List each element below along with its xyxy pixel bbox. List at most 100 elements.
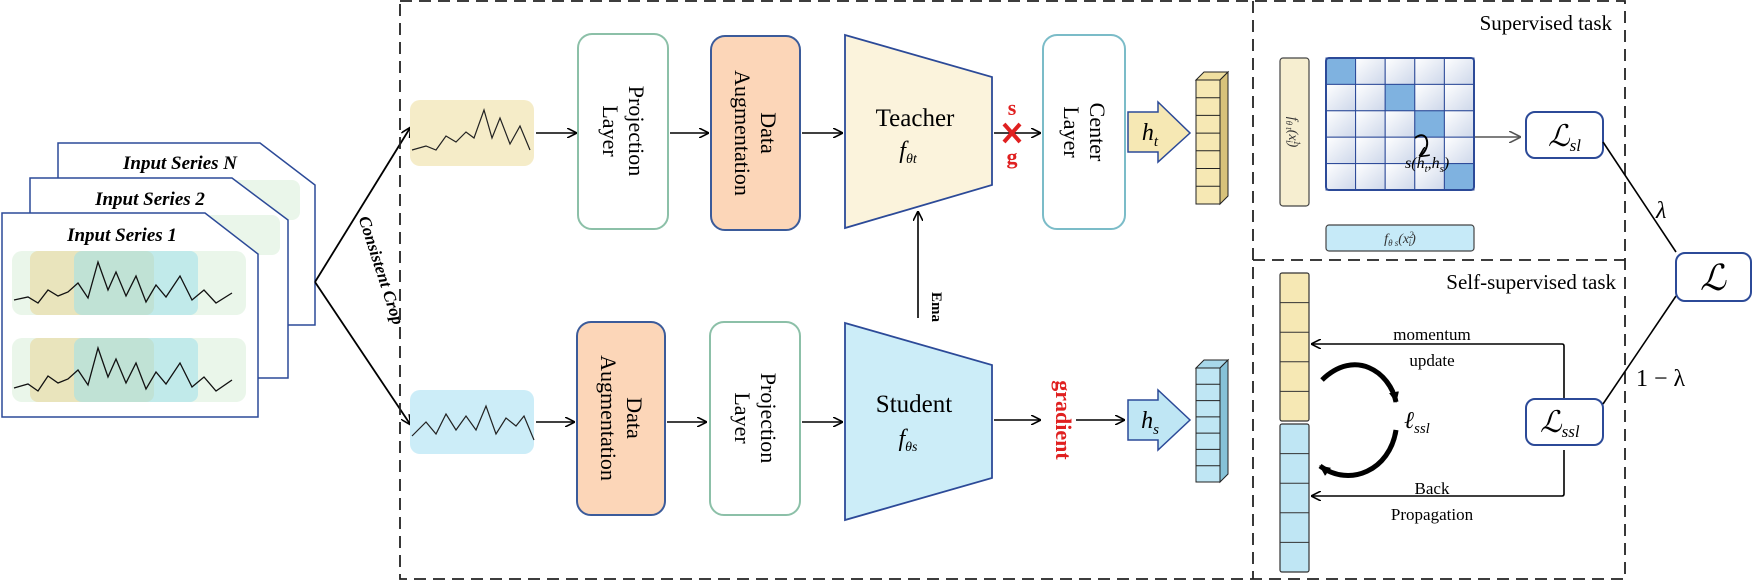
matrix-cell [1325,83,1357,112]
teacher-projection-layer [577,33,669,230]
teacher-embedding-cube [1194,70,1230,206]
svg-text:Data: Data [622,397,647,439]
matrix-cell [1443,110,1475,138]
matrix-cell [1325,163,1357,191]
update-label: update [1409,351,1454,370]
svg-text:Projection: Projection [756,373,781,463]
model-frame [399,0,1626,580]
student-crop-highlight [74,251,198,315]
matrix-cell [1384,163,1416,191]
student-augmentation-text: Data Augmentation [596,355,647,481]
student-embedding-cube [1194,358,1230,484]
one-minus-lambda-label: 1 − λ [1636,366,1686,392]
similarity-matrix [1325,57,1475,191]
ssl-teacher-column [1279,272,1310,422]
student-data-augmentation [576,321,666,516]
student-crop-highlight [74,338,198,402]
matrix-cell [1325,136,1357,165]
matrix-cell [1414,57,1445,85]
teacher-data-augmentation [710,35,801,231]
teacher-embedding-label: ht [1142,120,1159,150]
matrix-cell [1384,57,1416,85]
matrix-cell [1325,57,1357,85]
total-loss-box [1675,252,1752,302]
one-minus-lambda-connector [1602,295,1677,405]
supervised-student-vector [1325,224,1475,252]
backprop-arrow [1312,450,1565,496]
student-projection-layer [709,321,801,516]
supervised-loss-box [1525,111,1604,159]
momentum-update-arrow [1312,344,1565,400]
stop-gradient-s: s [1008,95,1017,120]
matrix-cell [1355,57,1386,85]
supervised-loss-label: ℒsl [1548,120,1581,155]
matrix-border [1325,57,1475,191]
lambda-connector [1602,141,1677,253]
matrix-cell [1355,110,1386,138]
teacher-augmentation-text: Data Augmentation [730,70,781,196]
student-function-symbol: fθs [899,426,919,455]
student-network [844,321,993,522]
svg-text:Data: Data [756,112,781,154]
supervised-task-title: Supervised task [1480,11,1613,35]
matrix-cell [1384,83,1416,112]
teacher-label: Teacher [876,105,955,132]
matrix-cell [1443,136,1475,165]
propagation-label: Propagation [1391,505,1474,524]
svg-text:Augmentation: Augmentation [596,355,621,481]
crop-arrow-teacher [314,128,410,283]
svg-text:Layer: Layer [1059,106,1084,158]
similarity-pointer [1414,134,1427,156]
svg-text:Layer: Layer [598,105,623,157]
svg-text:Layer: Layer [730,392,755,444]
matrix-cell [1443,83,1475,112]
supervised-teacher-vector-label: fθ t(x1i) [1284,117,1302,148]
ssl-student-column [1279,423,1310,573]
student-projection-text: Projection Layer [730,373,781,463]
matrix-cell [1384,110,1416,138]
self-supervised-task-title: Self-supervised task [1446,270,1616,294]
matrix-cell [1355,83,1386,112]
student-crop-view [410,390,534,454]
svg-text:Projection: Projection [624,86,649,176]
ssl-curve-teacher [1320,362,1399,403]
student-embedding-arrow [1127,388,1192,452]
momentum-label: momentum [1393,325,1470,344]
teacher-crop-view [410,100,534,166]
teacher-crop-waveform [411,108,531,151]
input-series-waveform [13,345,233,392]
input-series-waveform [13,259,233,304]
svg-text:Center: Center [1085,103,1110,162]
crop-arrow-student [314,281,410,424]
matrix-cell [1325,110,1357,138]
student-embedding-label: hs [1141,408,1159,438]
svg-text:Augmentation: Augmentation [730,70,755,196]
matrix-cell [1355,163,1386,191]
student-label: Student [876,391,952,418]
input-series-1-label: Input Series 1 [66,225,177,246]
lambda-label: λ [1655,198,1666,224]
student-branch: Data Augmentation Projection Layer Stude… [410,321,1230,522]
matrix-cell [1414,83,1445,112]
matrix-cell [1384,136,1416,165]
teacher-embedding-arrow [1127,100,1192,164]
stop-gradient-g: g [1007,144,1018,169]
ssl-curve-student [1318,429,1399,478]
stop-gradient-cross-icon [1002,122,1022,144]
student-crop-waveform [411,404,535,441]
similarity-label: s(ht,hs) [1405,155,1449,175]
svg-text:fθ t(x1i): fθ t(x1i) [1284,117,1302,148]
center-layer-text: Center Layer [1059,103,1110,162]
supervised-teacher-vector [1279,57,1310,207]
input-series-2-label: Input Series 2 [94,189,205,210]
back-label: Back [1415,479,1450,498]
ssl-loss-label: ℒssl [1540,406,1580,441]
teacher-branch: Projection Layer Data Augmentation Teach… [410,33,1230,231]
teacher-projection-text: Projection Layer [598,86,649,176]
ssl-loss-term: ℓssl [1404,408,1430,437]
matrix-cell [1414,163,1445,191]
total-loss-label: ℒ [1700,258,1727,298]
input-series-n-label: Input Series N [122,153,238,174]
